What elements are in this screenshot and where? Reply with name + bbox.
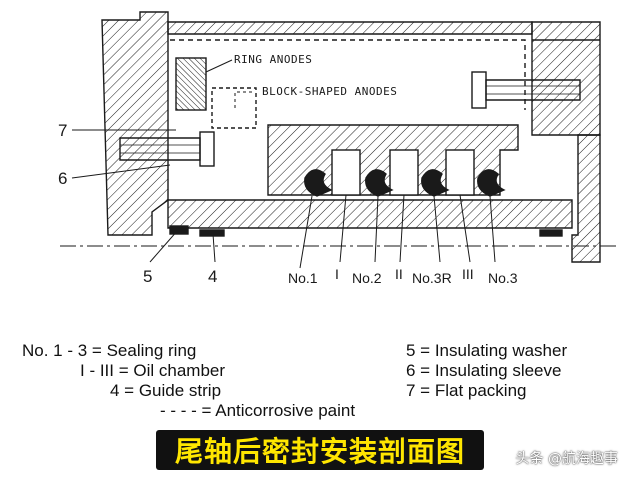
legend-insulating-sleeve: 6 = Insulating sleeve (406, 361, 562, 380)
label-no3: No.3 (488, 270, 518, 286)
legend-left: No. 1 - 3 = Sealing ring I - III = Oil c… (22, 341, 355, 421)
right-lower-hub (571, 134, 601, 263)
top-plate (167, 21, 533, 35)
label-no3r: No.3R (412, 270, 452, 286)
label-7: 7 (58, 121, 67, 140)
watermark: 头条 @航海趣事 (515, 451, 618, 467)
label-ring-anodes: RING ANODES (234, 53, 312, 66)
right-block-section (531, 21, 601, 136)
caption-banner: 尾轴后密封安装剖面图 (156, 430, 484, 470)
sealing-ring-1 (304, 169, 333, 197)
label-chamber-II: II (395, 266, 403, 282)
label-chamber-I: I (335, 266, 339, 282)
ring-anode (175, 57, 207, 111)
label-no1: No.1 (288, 270, 318, 286)
label-block-anodes: BLOCK-SHAPED ANODES (262, 85, 397, 98)
caption-text: 尾轴后密封安装剖面图 (174, 435, 465, 468)
legend-anticorrosive-paint: - - - - = Anticorrosive paint (160, 401, 356, 420)
label-chamber-III: III (462, 266, 474, 282)
insulating-washer (169, 225, 189, 235)
anticorrosive-paint-line (170, 39, 526, 110)
sealing-ring-3 (477, 169, 506, 197)
label-no2: No.2 (352, 270, 382, 286)
legend-guide-strip: 4 = Guide strip (110, 381, 222, 400)
legend-right: 5 = Insulating washer 6 = Insulating sle… (406, 341, 567, 401)
legend-sealing-ring: No. 1 - 3 = Sealing ring (22, 341, 197, 360)
block-anode (211, 87, 257, 129)
seal-cross-section-drawing: RING ANODES BLOCK-SHAPED ANODES 7 6 5 4 … (58, 11, 620, 286)
legend-flat-packing: 7 = Flat packing (406, 381, 527, 400)
guide-strip (199, 229, 225, 237)
legend-insulating-washer: 5 = Insulating washer (406, 341, 568, 360)
sealing-ring-3r (421, 169, 450, 197)
legend-oil-chamber: I - III = Oil chamber (80, 361, 226, 380)
left-hub-section (101, 11, 169, 236)
sealing-ring-2 (365, 169, 394, 197)
label-6: 6 (58, 169, 67, 188)
label-5: 5 (143, 267, 152, 286)
label-4: 4 (208, 267, 217, 286)
liner-sleeve (167, 199, 573, 229)
